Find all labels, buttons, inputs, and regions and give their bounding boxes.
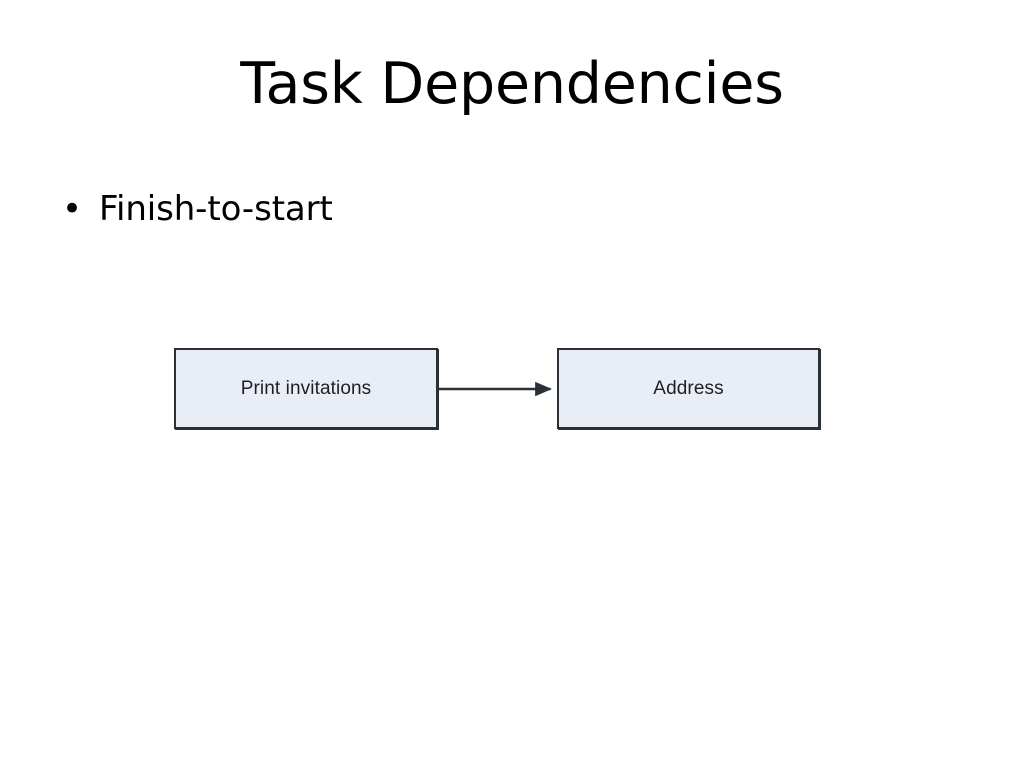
bullet-marker-icon: • [62, 189, 83, 229]
bullet-item-label: Finish-to-start [99, 189, 333, 229]
diagram-node-label: Address [653, 377, 724, 399]
list-item: • Finish-to-start [58, 186, 958, 232]
bullet-list: • Finish-to-start [58, 186, 958, 232]
diagram-node-print-invitations[interactable]: Print invitations [174, 348, 438, 429]
diagram-arrow-connector[interactable] [430, 370, 570, 410]
diagram-node-address[interactable]: Address [557, 348, 820, 429]
page-title: Task Dependencies [240, 51, 784, 117]
diagram-node-label: Print invitations [240, 377, 372, 399]
